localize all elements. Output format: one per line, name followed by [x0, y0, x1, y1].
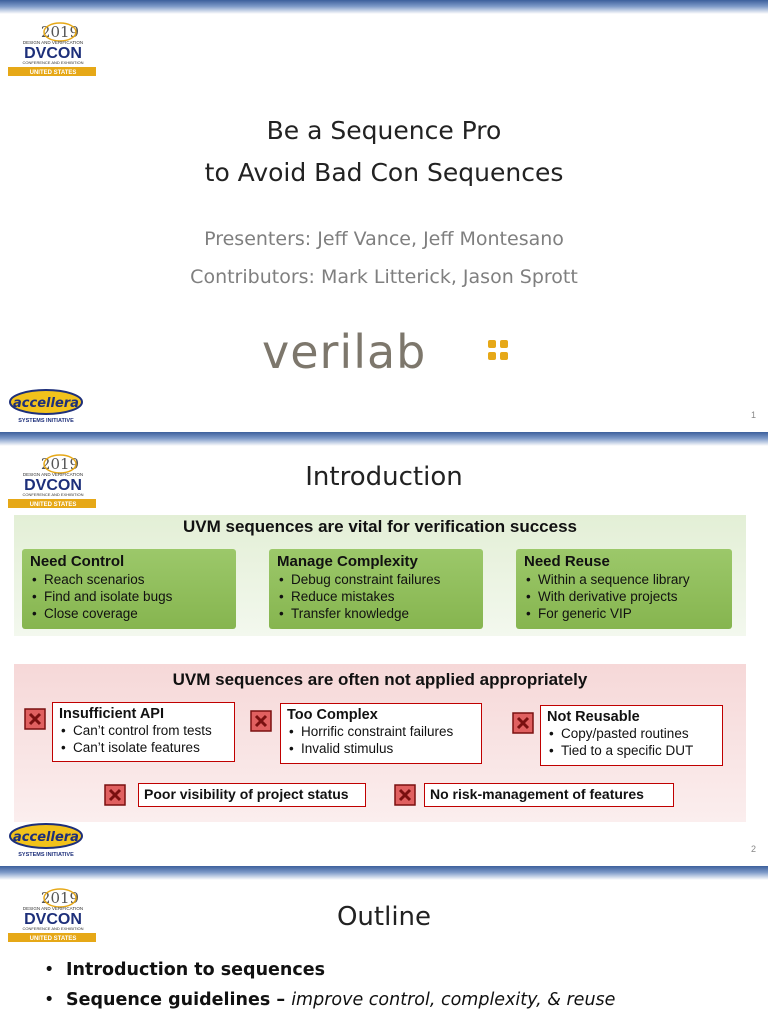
list-item: Horrific constraint failures: [287, 723, 475, 740]
good-section: UVM sequences are vital for verification…: [14, 515, 746, 636]
fail-x-icon: [512, 712, 534, 734]
slide1-title-line2: to Avoid Bad Con Sequences: [204, 158, 564, 187]
no-risk-management-box: No risk-management of features: [424, 783, 674, 807]
box-title: Too Complex: [287, 707, 378, 723]
accellera-tagline: SYSTEMS INITIATIVE: [18, 852, 74, 858]
dvcon-logo: 2019 DESIGN AND VERIFICATION DVCON CONFE…: [8, 888, 96, 942]
list-item: Can’t control from tests: [59, 722, 228, 739]
list-item: Transfer knowledge: [277, 605, 475, 622]
slide-top-bar: [0, 432, 768, 446]
dvcon-line1: DESIGN AND VERIFICATION: [23, 40, 83, 45]
dvcon-year: 2019: [41, 23, 79, 41]
list-item: Sequence guidelines – improve control, c…: [44, 990, 615, 1010]
list-item: Invalid stimulus: [287, 740, 475, 757]
good-heading: UVM sequences are vital for verification…: [182, 517, 577, 536]
list-item: Close coverage: [30, 605, 228, 622]
accellera-brand: accellera: [13, 830, 79, 845]
need-control-box: Need Control Reach scenarios Find and is…: [22, 549, 236, 629]
slide1-contributors: Contributors: Mark Litterick, Jason Spro…: [190, 266, 578, 288]
slide3-title: Outline: [336, 902, 432, 932]
bullet-italic: improve control, complexity, & reuse: [291, 990, 616, 1010]
list-item: For generic VIP: [524, 605, 724, 622]
dvcon-region: UNITED STATES: [30, 936, 77, 942]
slide1-page-number: 1: [750, 410, 756, 420]
fail-x-icon: [24, 708, 46, 730]
list-item: Tied to a specific DUT: [547, 742, 716, 759]
slide-top-bar: [0, 0, 768, 14]
slide-2: 2019 DESIGN AND VERIFICATION DVCON CONFE…: [0, 432, 768, 866]
dvcon-line2: CONFERENCE AND EXHIBITION: [22, 60, 83, 65]
dvcon-line1: DESIGN AND VERIFICATION: [23, 472, 83, 477]
fail-x-icon: [394, 784, 416, 806]
fail-x-icon: [250, 710, 272, 732]
dvcon-region: UNITED STATES: [30, 502, 77, 508]
verilab-logo: verilab: [262, 330, 508, 376]
dvcon-line1: DESIGN AND VERIFICATION: [23, 906, 83, 911]
outline-bullets: Introduction to sequences Sequence guide…: [44, 960, 615, 1020]
bullet-bold: Introduction to sequences: [66, 960, 326, 980]
dvcon-line2: CONFERENCE AND EXHIBITION: [22, 926, 83, 931]
slide-1: 2019 DESIGN AND VERIFICATION DVCON CONFE…: [0, 0, 768, 432]
accellera-logo: accellera SYSTEMS INITIATIVE: [9, 823, 83, 858]
box-title: Need Reuse: [524, 553, 610, 570]
list-item: Reach scenarios: [30, 571, 228, 588]
slide2-page-number: 2: [750, 844, 756, 854]
box-title: Manage Complexity: [277, 553, 418, 570]
slide2-title: Introduction: [305, 462, 463, 492]
too-complex-box: Too Complex Horrific constraint failures…: [280, 703, 482, 764]
fail-x-icon: [104, 784, 126, 806]
verilab-brand: verilab: [262, 330, 426, 376]
dvcon-brand: DVCON: [24, 477, 82, 494]
dvcon-line2: CONFERENCE AND EXHIBITION: [22, 492, 83, 497]
box-title: Not Reusable: [547, 709, 640, 725]
accellera-brand: accellera: [13, 396, 79, 411]
slide1-presenters: Presenters: Jeff Vance, Jeff Montesano: [204, 228, 564, 250]
dvcon-logo: 2019 DESIGN AND VERIFICATION DVCON CONFE…: [8, 454, 96, 508]
box-title: Insufficient API: [59, 706, 164, 722]
accellera-tagline: SYSTEMS INITIATIVE: [18, 418, 74, 424]
not-reusable-box: Not Reusable Copy/pasted routines Tied t…: [540, 705, 723, 766]
list-item: Can’t isolate features: [59, 739, 228, 756]
accellera-logo: accellera SYSTEMS INITIATIVE: [9, 389, 83, 424]
dvcon-logo: 2019 DESIGN AND VERIFICATION DVCON CONFE…: [8, 22, 96, 76]
box-title: Need Control: [30, 553, 125, 570]
dvcon-region: UNITED STATES: [30, 70, 77, 76]
list-item: Within a sequence library: [524, 571, 724, 588]
list-item: Copy/pasted routines: [547, 725, 716, 742]
list-item: Reduce mistakes: [277, 588, 475, 605]
dvcon-brand: DVCON: [24, 45, 82, 62]
dvcon-brand: DVCON: [24, 911, 82, 928]
manage-complexity-box: Manage Complexity Debug constraint failu…: [269, 549, 483, 629]
bullet-bold: Sequence guidelines –: [66, 990, 292, 1010]
slide1-title-line1: Be a Sequence Pro: [266, 116, 502, 145]
dvcon-year: 2019: [41, 889, 79, 907]
list-item: Find and isolate bugs: [30, 588, 228, 605]
dvcon-year: 2019: [41, 455, 79, 473]
bad-heading: UVM sequences are often not applied appr…: [172, 670, 588, 689]
list-item: Introduction to sequences: [44, 960, 615, 980]
insufficient-api-box: Insufficient API Can’t control from test…: [52, 702, 235, 762]
bad-section: UVM sequences are often not applied appr…: [14, 664, 746, 822]
slide-top-bar: [0, 866, 768, 880]
list-item: Debug constraint failures: [277, 571, 475, 588]
list-item: With derivative projects: [524, 588, 724, 605]
need-reuse-box: Need Reuse Within a sequence library Wit…: [516, 549, 732, 629]
poor-visibility-box: Poor visibility of project status: [138, 783, 366, 807]
